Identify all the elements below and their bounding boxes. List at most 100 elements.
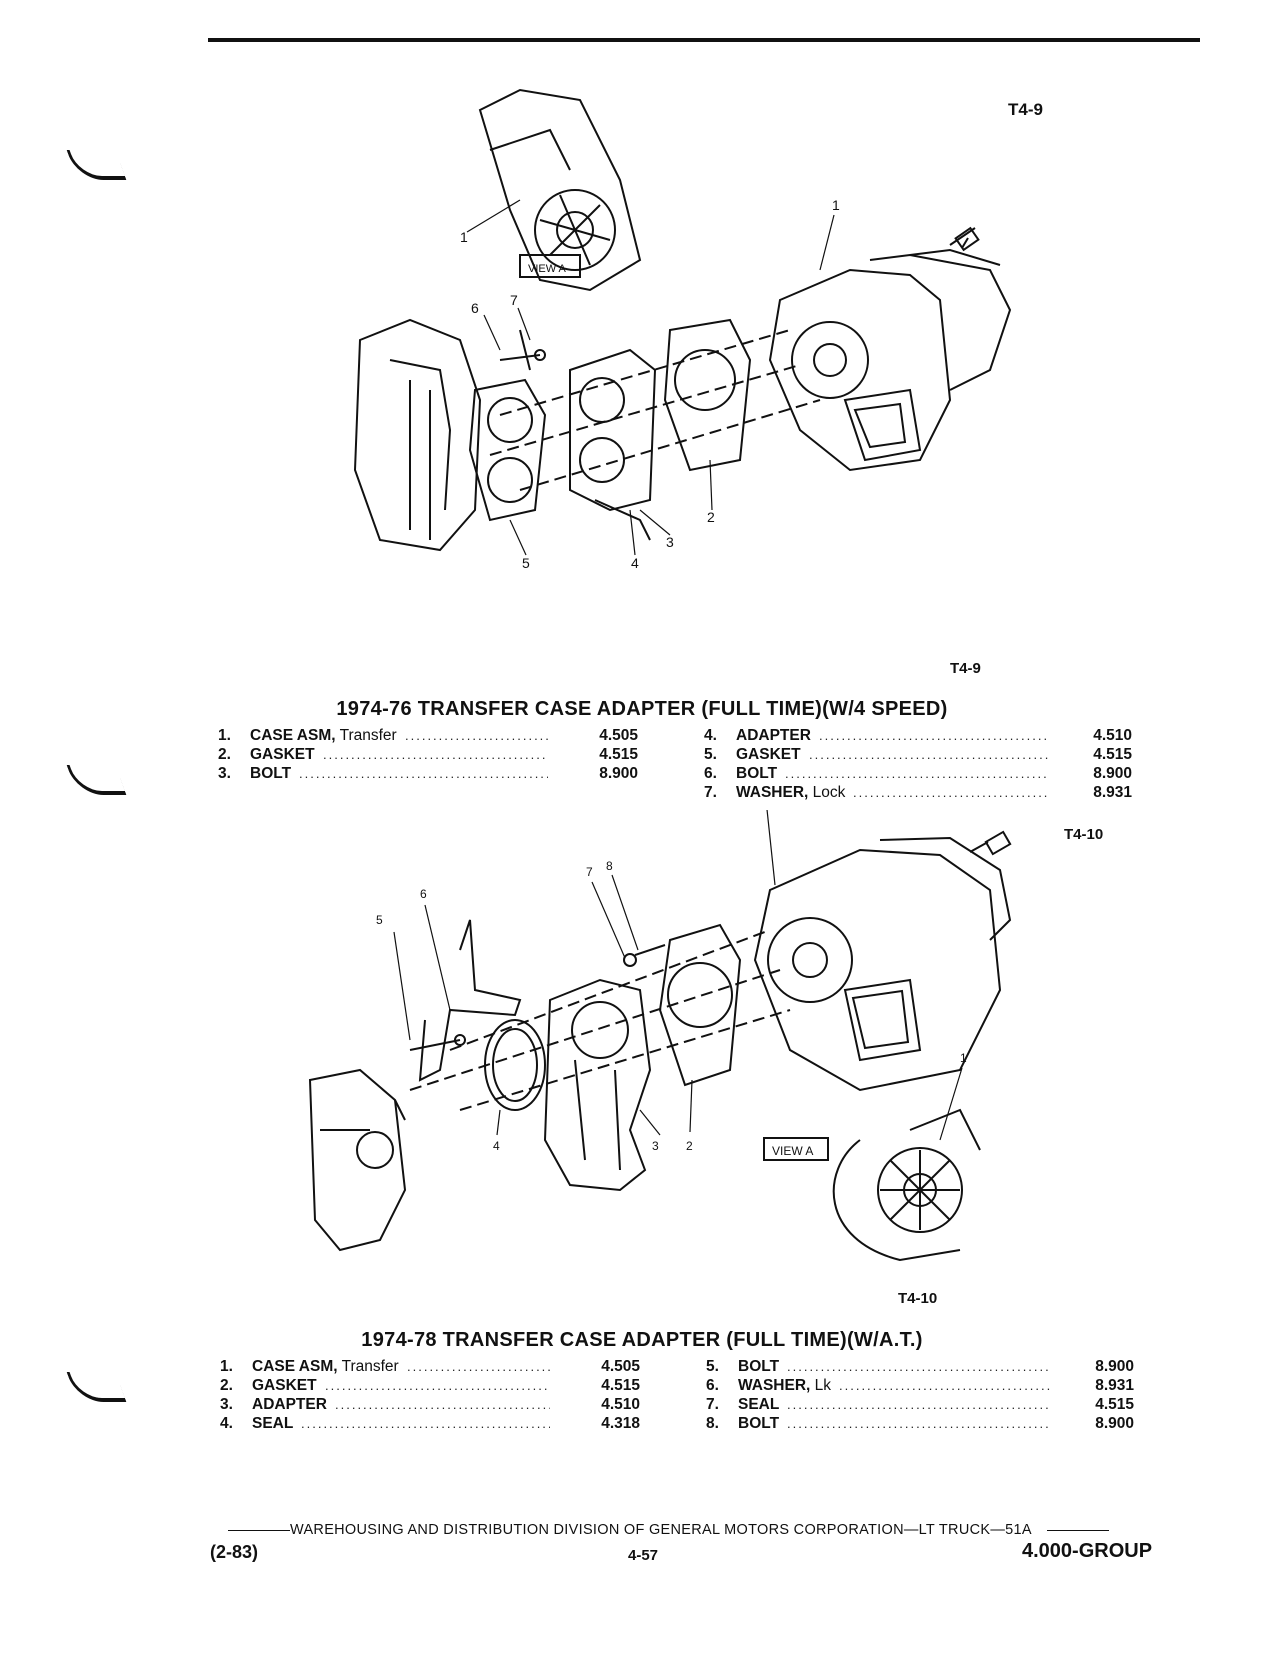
figure-caption-code-bottom: T4-10 [898, 1290, 938, 1307]
callout-1b: 1 [960, 1051, 967, 1065]
callout-6: 6 [471, 300, 479, 316]
part-row: 3.ADAPTER...............................… [220, 1395, 650, 1414]
callout-6: 6 [420, 887, 427, 901]
part-row: 5. GASKET................................… [704, 745, 1134, 764]
part-row: 1. CASE ASM, Transfer....................… [220, 1357, 650, 1376]
leader-dots: ........................................… [301, 1416, 550, 1431]
part-name: SEAL [252, 1414, 293, 1433]
part-row: 4.ADAPTER...............................… [704, 726, 1134, 745]
part-name: WASHER, Lock [736, 783, 845, 802]
part-row: 5.BOLT..................................… [706, 1357, 1136, 1376]
part-number: 5. [704, 746, 717, 763]
figure-code-bottom: T4-10 [1064, 826, 1104, 843]
illustration-transfer-case-4speed: 1 1 2 3 4 5 6 7 VIEW A [353, 88, 1012, 571]
part-name-main: ADAPTER [252, 1396, 327, 1413]
part-number: 8. [706, 1415, 719, 1432]
part-row: 2. GASKET................................… [220, 1376, 650, 1395]
footer-group: 4.000-GROUP [1022, 1540, 1153, 1562]
part-name: BOLT [736, 764, 777, 783]
part-name-main: ADAPTER [736, 727, 811, 744]
part-number: 6. [706, 1377, 719, 1394]
part-number: 1. [220, 1358, 233, 1375]
footer-date: (2-83) [210, 1542, 259, 1562]
section-title-top: 1974-76 TRANSFER CASE ADAPTER (FULL TIME… [336, 698, 948, 720]
part-group-code: 4.505 [599, 727, 638, 744]
callout-1a: 1 [460, 229, 468, 245]
part-name-main: WASHER, [736, 784, 809, 801]
part-name: GASKET [252, 1376, 317, 1395]
part-row: 2. GASKET................................… [218, 745, 648, 764]
parts-list-top: 1. CASE ASM, Transfer....................… [218, 726, 1208, 806]
section-title-bottom: 1974-78 TRANSFER CASE ADAPTER (FULL TIME… [361, 1329, 923, 1351]
part-number: 3. [220, 1396, 233, 1413]
part-name-main: BOLT [738, 1358, 780, 1375]
part-row: 7.WASHER, Lock..........................… [704, 783, 1134, 802]
part-group-code: 4.505 [601, 1358, 640, 1375]
callout-4: 4 [631, 555, 639, 571]
part-name: WASHER, Lk [738, 1376, 831, 1395]
callout-2: 2 [686, 1139, 693, 1153]
part-number: 4. [220, 1415, 233, 1432]
part-row: 6.WASHER, Lk............................… [706, 1376, 1136, 1395]
footer-division-line: WAREHOUSING AND DISTRIBUTION DIVISION OF… [228, 1522, 1110, 1538]
footer-page-number: 4-57 [628, 1547, 659, 1564]
callout-1b: 1 [832, 197, 840, 213]
part-name: BOLT [738, 1357, 779, 1376]
figure-caption-code-top: T4-9 [950, 660, 981, 677]
leader-dots: ........................................… [407, 1359, 550, 1374]
part-name: GASKET [736, 745, 801, 764]
part-name-main: GASKET [736, 746, 801, 763]
callout-5: 5 [522, 555, 530, 571]
part-row: 8. BOLT..................................… [706, 1414, 1136, 1433]
part-group-code: 4.515 [601, 1377, 640, 1394]
part-name: ADAPTER [252, 1395, 327, 1414]
footer-dash [1047, 1529, 1110, 1531]
part-name-main: CASE ASM, [252, 1358, 338, 1375]
part-name: SEAL [738, 1395, 779, 1414]
leader-dots: ........................................… [323, 747, 548, 762]
figure-code-top: T4-9 [1008, 100, 1043, 119]
part-number: 2. [218, 746, 231, 763]
part-group-code: 8.900 [1095, 1415, 1134, 1432]
part-row: 7. SEAL..................................… [706, 1395, 1136, 1414]
part-number: 1. [218, 727, 231, 744]
view-a-label: VIEW A [528, 263, 567, 275]
leader-dots: ........................................… [787, 1416, 1051, 1431]
leader-dots: ........................................… [325, 1378, 550, 1393]
part-group-code: 8.900 [1095, 1358, 1134, 1375]
leader-dots: ........................................… [809, 747, 1049, 762]
callout-3: 3 [652, 1139, 659, 1153]
part-group-code: 4.510 [601, 1396, 640, 1413]
part-name: GASKET [250, 745, 315, 764]
part-name-detail: Lock [808, 784, 846, 801]
leader-dots: ........................................… [853, 785, 1049, 800]
callout-7: 7 [586, 865, 593, 879]
callout-5: 5 [376, 913, 383, 927]
part-name: CASE ASM, Transfer [250, 726, 397, 745]
part-group-code: 4.510 [1093, 727, 1132, 744]
part-name-main: BOLT [736, 765, 778, 782]
part-number: 3. [218, 765, 231, 782]
part-name: CASE ASM, Transfer [252, 1357, 399, 1376]
part-number: 7. [706, 1396, 719, 1413]
part-name-detail: Transfer [335, 727, 397, 744]
callout-8: 8 [606, 859, 613, 873]
part-number: 4. [704, 727, 717, 744]
part-group-code: 4.515 [1093, 746, 1132, 763]
leader-dots: ........................................… [787, 1359, 1051, 1374]
top-rule [208, 38, 1200, 42]
part-row: 4. SEAL..................................… [220, 1414, 650, 1433]
part-name-main: SEAL [738, 1396, 780, 1413]
part-number: 6. [704, 765, 717, 782]
parts-list-bottom: 1. CASE ASM, Transfer....................… [220, 1357, 1210, 1437]
leader-dots: ........................................… [787, 1397, 1051, 1412]
leader-dots: ........................................… [299, 766, 548, 781]
part-row: 3. BOLT..................................… [218, 764, 648, 783]
part-name-main: BOLT [250, 765, 292, 782]
part-number: 2. [220, 1377, 233, 1394]
part-group-code: 8.900 [599, 765, 638, 782]
part-name: BOLT [250, 764, 291, 783]
part-name: BOLT [738, 1414, 779, 1433]
part-name-main: SEAL [252, 1415, 294, 1432]
part-name-main: CASE ASM, [250, 727, 336, 744]
